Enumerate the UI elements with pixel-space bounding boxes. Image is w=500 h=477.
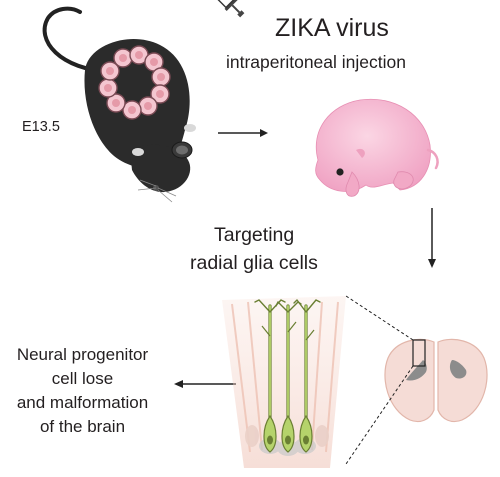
pup-tail — [426, 148, 439, 170]
cortex-fan-background — [222, 296, 346, 468]
radial-glia-cell-2 — [275, 301, 302, 453]
pregnant-mouse-illustration — [42, 6, 196, 203]
radial-glia-cell-3 — [293, 299, 321, 453]
arrow-pup-to-brain — [428, 208, 436, 268]
targeting-label-line1: Targeting — [214, 224, 295, 246]
embryo-ring — [98, 45, 171, 120]
zoom-line-top — [345, 295, 414, 341]
arrow-to-outcome — [174, 380, 236, 388]
syringe-icon — [193, 0, 245, 18]
outcome-line: Neural progenitor — [16, 345, 149, 364]
mouse-ear-inner — [176, 145, 188, 155]
faded-neurons — [231, 301, 339, 453]
brain-section-illustration — [345, 295, 488, 465]
mouse-tail — [42, 6, 114, 74]
mouse-head — [130, 144, 191, 193]
outcome-line: cell lose — [51, 369, 114, 388]
pup-back-leg — [393, 171, 414, 190]
newborn-pup-illustration — [315, 98, 439, 197]
brain-right-hemisphere — [437, 338, 488, 423]
pup-body — [315, 98, 431, 192]
targeting-label-line2: radial glia cells — [190, 252, 318, 274]
embryo-cores — [104, 51, 165, 114]
mouse-forefoot — [132, 148, 144, 156]
mouse-hindfoot — [184, 124, 196, 132]
radial-glia-zoom-panel — [222, 296, 346, 468]
injection-route: intraperitoneal injection — [226, 52, 406, 72]
pup-eye — [336, 168, 344, 176]
outcome-label: Neural progenitor cell lose and malforma… — [0, 343, 165, 439]
zoom-region-box — [412, 339, 426, 367]
arrow-mouse-to-pup — [218, 129, 268, 137]
embryonic-stage-label: E13.5 — [22, 119, 60, 135]
outcome-line: of the brain — [39, 417, 126, 436]
right-ventricle — [449, 360, 467, 379]
pup-ear — [356, 148, 365, 158]
radial-glia-cell-1 — [254, 299, 286, 453]
pup-front-leg — [345, 171, 360, 197]
outcome-line: and malformation — [16, 393, 149, 412]
faded-cell-bodies — [245, 425, 329, 447]
left-ventricle — [406, 360, 427, 381]
virus-title: ZIKA virus — [275, 14, 389, 42]
mouse-whiskers — [137, 179, 177, 203]
